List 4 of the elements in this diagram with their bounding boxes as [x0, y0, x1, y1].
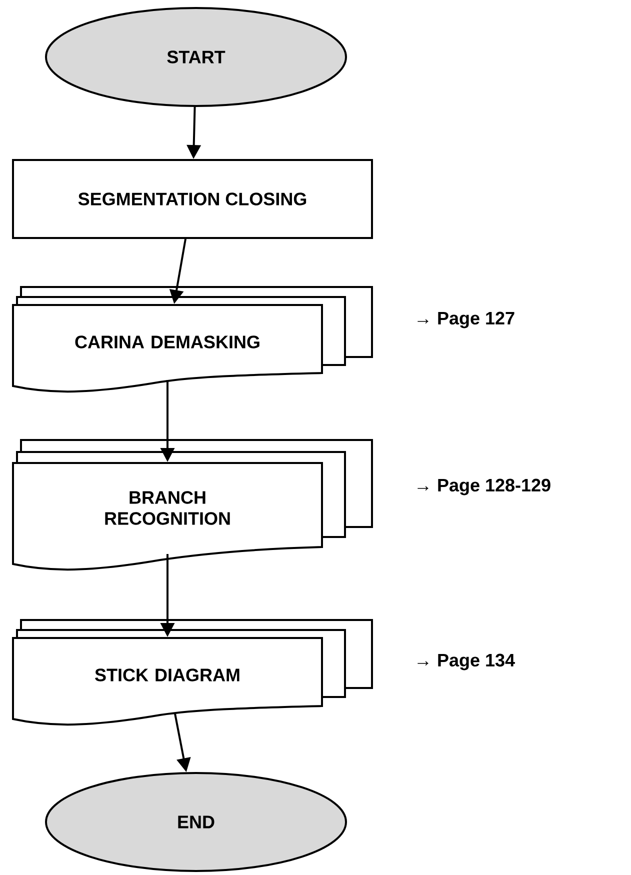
process-box: SEGMENTATION CLOSING	[12, 159, 373, 239]
page-reference: → Page 128-129	[418, 478, 550, 496]
page-reference: → Page 127	[418, 312, 514, 328]
page-reference: → Page 134	[418, 654, 515, 670]
